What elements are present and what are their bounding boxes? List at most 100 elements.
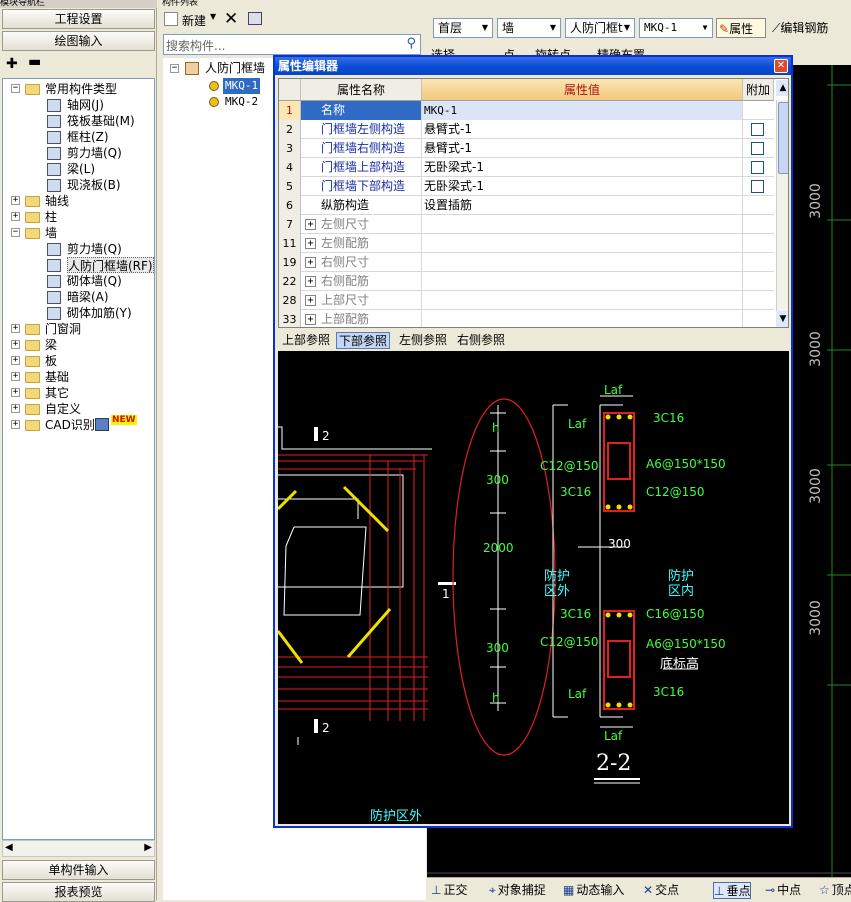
reference-tab[interactable]: 左侧参照: [399, 333, 448, 347]
tree-item-label[interactable]: 剪力墙(Q): [67, 146, 122, 160]
property-value[interactable]: [422, 272, 743, 291]
tree-item-label[interactable]: CAD识别: [45, 418, 95, 432]
property-value[interactable]: [422, 310, 743, 327]
tree-item-label[interactable]: 砌体墙(Q): [67, 274, 122, 288]
reference-tab[interactable]: 右侧参照: [457, 333, 506, 347]
expand-icon[interactable]: +: [305, 219, 316, 230]
tree-item-label[interactable]: 轴网(J): [67, 98, 104, 112]
tree-item-label[interactable]: 框柱(Z): [67, 130, 109, 144]
expand-icon[interactable]: +: [11, 387, 20, 397]
project-settings-button[interactable]: 工程设置: [2, 9, 155, 29]
single-component-button[interactable]: 单构件输入: [2, 860, 155, 880]
property-value[interactable]: [422, 253, 743, 272]
edit-rebar-button[interactable]: ⟋编辑钢筋: [770, 18, 850, 38]
tree-item-label[interactable]: 自定义: [45, 402, 82, 416]
tree-item-label[interactable]: 现浇板(B): [67, 178, 121, 192]
tree-item-label[interactable]: 砌体加筋(Y): [67, 306, 132, 320]
floor-select[interactable]: 首层▼: [433, 18, 493, 38]
property-button[interactable]: ✎属性: [716, 18, 766, 38]
reference-tab[interactable]: 上部参照: [282, 333, 331, 347]
collapse-icon[interactable]: −: [170, 63, 179, 73]
search-icon[interactable]: ⚲: [406, 36, 416, 51]
property-value[interactable]: 悬臂式-1: [422, 139, 743, 158]
property-value[interactable]: [422, 215, 743, 234]
status-toggle[interactable]: ▦动态输入: [563, 882, 624, 899]
collapse-icon[interactable]: −: [11, 83, 20, 93]
scroll-down-icon[interactable]: ▼: [776, 311, 788, 327]
delete-icon[interactable]: ✕: [224, 9, 239, 29]
scroll-right-icon[interactable]: ▶: [144, 842, 152, 853]
expand-icon[interactable]: +: [11, 339, 20, 349]
property-value[interactable]: 无卧梁式-1: [422, 177, 743, 196]
property-value[interactable]: 设置插筋: [422, 196, 743, 215]
status-toggle[interactable]: ⊥正交: [431, 882, 467, 899]
tree-item-label[interactable]: 暗梁(A): [67, 290, 109, 304]
search-box[interactable]: 搜索构件... ⚲: [163, 34, 421, 55]
tree-item-label[interactable]: 其它: [45, 386, 70, 400]
status-toggle[interactable]: ⊥垂点: [713, 882, 752, 899]
scroll-thumb[interactable]: [778, 102, 788, 174]
status-toggle[interactable]: ⌖对象捕捉: [489, 882, 546, 899]
component-select[interactable]: MKQ-1▼: [639, 18, 713, 38]
type-select[interactable]: 墙▼: [497, 18, 561, 38]
horizontal-scrollbar[interactable]: ◀ ▶: [2, 840, 155, 857]
expand-icon[interactable]: +: [11, 419, 20, 429]
search-input[interactable]: 搜索构件...: [166, 39, 226, 53]
extra-checkbox[interactable]: [751, 123, 764, 136]
tree-item-label[interactable]: 梁(L): [67, 162, 96, 176]
status-toggle[interactable]: ☆顶点: [819, 882, 851, 899]
status-toggle[interactable]: ⊸中点: [765, 882, 801, 899]
grid-scrollbar[interactable]: [776, 100, 788, 327]
collapse-icon[interactable]: −: [11, 227, 20, 237]
collapse-all-icon[interactable]: ▬: [28, 54, 42, 70]
tree-item-label[interactable]: 剪力墙(Q): [67, 242, 122, 256]
property-value[interactable]: [422, 234, 743, 253]
scroll-up-icon[interactable]: ▲: [776, 80, 788, 96]
expand-icon[interactable]: +: [305, 314, 316, 325]
tree-item-label[interactable]: 基础: [45, 370, 70, 384]
expand-all-icon[interactable]: ✚: [6, 56, 18, 72]
expand-icon[interactable]: +: [305, 238, 316, 249]
tree-item-label[interactable]: 板: [45, 354, 58, 368]
expand-icon[interactable]: +: [11, 403, 20, 413]
reference-tab[interactable]: 下部参照: [336, 332, 391, 349]
tree-item-label[interactable]: 人防门框墙(RF): [67, 257, 154, 273]
subtype-select[interactable]: 人防门框t▼: [565, 18, 635, 38]
status-toggle[interactable]: ✕交点: [643, 882, 679, 899]
close-icon[interactable]: ✕: [774, 59, 788, 73]
expand-icon[interactable]: +: [305, 276, 316, 287]
scroll-left-icon[interactable]: ◀: [5, 842, 13, 853]
expand-icon[interactable]: +: [11, 355, 20, 365]
tree-item-label[interactable]: 梁: [45, 338, 58, 352]
tree-item-label[interactable]: 墙: [45, 226, 58, 240]
tree-item-mkq-1[interactable]: MKQ-1: [223, 78, 261, 94]
expand-icon[interactable]: +: [11, 371, 20, 381]
tree-item-label[interactable]: 筏板基础(M): [67, 114, 135, 128]
copy-icon[interactable]: [248, 12, 262, 25]
expand-icon[interactable]: +: [11, 195, 20, 205]
report-preview-button[interactable]: 报表预览: [2, 882, 155, 902]
tree-item-label[interactable]: 轴线: [45, 194, 70, 208]
extra-checkbox[interactable]: [751, 161, 764, 174]
tree-item-label[interactable]: 门窗洞: [45, 322, 82, 336]
tree-item-label[interactable]: 常用构件类型: [45, 82, 118, 96]
tree-item-mkq-2[interactable]: MKQ-2: [225, 95, 259, 108]
property-value[interactable]: 无卧梁式-1: [422, 158, 743, 177]
tree-root-label[interactable]: 人防门框墙: [205, 61, 266, 75]
expand-icon[interactable]: +: [11, 323, 20, 333]
extra-checkbox[interactable]: [751, 180, 764, 193]
tree-item-label[interactable]: 柱: [45, 210, 58, 224]
draw-input-button[interactable]: 绘图输入: [2, 31, 155, 51]
